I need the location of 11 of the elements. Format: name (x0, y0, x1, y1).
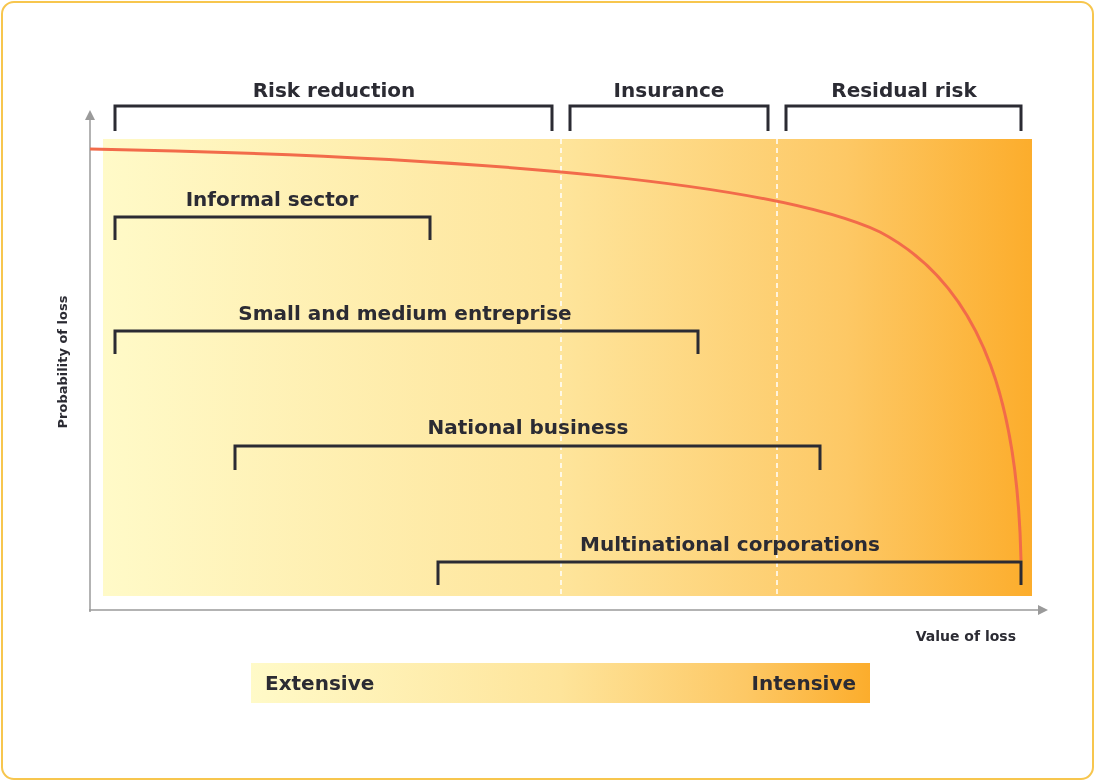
range-label: Residual risk (831, 80, 977, 100)
axis-title: Probability of loss (55, 295, 69, 429)
scale-label: Extensive (265, 673, 375, 693)
axis-title: Value of loss (915, 629, 1016, 643)
range-label: National business (427, 417, 629, 437)
range-label: Multinational corporations (580, 534, 880, 554)
range-label: Small and medium entreprise (238, 303, 572, 323)
range-label: Risk reduction (252, 80, 416, 100)
range-label: Insurance (613, 80, 725, 100)
range-label: Informal sector (185, 189, 359, 209)
scale-label: Intensive (751, 673, 856, 693)
